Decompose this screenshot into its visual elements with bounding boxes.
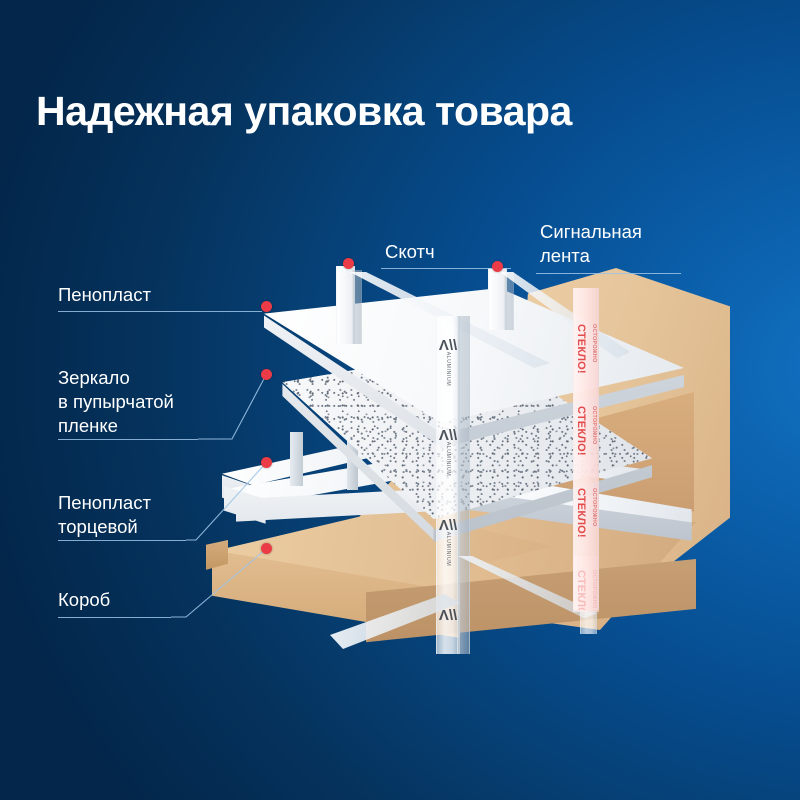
callout-label-skotch: Скотч — [385, 241, 435, 262]
callout-underline-signal-tape — [536, 273, 681, 274]
callout-dot-box — [261, 543, 272, 554]
signal-tape-line1: ОСТОРОЖНО — [591, 324, 597, 363]
foam-post-mid — [347, 438, 358, 490]
signal-tape-line2: СТЕКЛО! — [575, 488, 587, 538]
signal-tape-line2: СТЕКЛО! — [575, 324, 587, 374]
foam-post-left — [290, 432, 303, 486]
callout-underline-skotch — [381, 268, 511, 269]
callout-dot-foam-end — [261, 457, 272, 468]
strap-logo-glyph: Λ\\ — [438, 517, 458, 534]
callout-underline-mirror-bubble — [58, 439, 198, 440]
callout-underline-foam-top — [58, 311, 262, 312]
signal-tape-line2: СТЕКЛО! — [575, 406, 587, 456]
strap-post-right-shade — [504, 272, 514, 330]
strap-logo-glyph: Λ\\ — [438, 427, 458, 444]
strap-logo-glyph: Λ\\ — [438, 337, 458, 354]
callout-dot-skotch — [343, 258, 354, 269]
callout-dot-signal-tape — [492, 261, 503, 272]
signal-tape-line1: ОСТОРОЖНО — [591, 406, 597, 445]
callout-underline-box — [58, 617, 171, 618]
callout-label-foam-end: Пенопласт торцевой — [58, 492, 151, 537]
callout-label-mirror-bubble: Зеркало в пупырчатой пленке — [58, 367, 174, 436]
strap-logo-glyph: Λ\\ — [438, 607, 458, 624]
callout-label-foam-top: Пенопласт — [58, 284, 151, 305]
signal-tape-strip-lower — [573, 556, 599, 612]
callout-dot-mirror-bubble — [261, 369, 272, 380]
strap-logo-text: ALUMINIUM — [445, 441, 451, 477]
callout-underline-foam-end — [58, 540, 186, 541]
callout-label-signal-tape: Сигнальная лента — [540, 221, 642, 266]
strap-vertical-center-shade — [457, 316, 470, 654]
callout-dot-foam-top — [261, 301, 272, 312]
strap-logo-text: ALUMINIUM — [445, 531, 451, 567]
strap-logo-text: ALUMINIUM — [445, 351, 451, 387]
callout-label-box: Короб — [58, 589, 111, 610]
page-title: Надежная упаковка товара — [36, 88, 572, 134]
signal-tape-line1: ОСТОРОЖНО — [591, 488, 597, 527]
strap-post-left-shade — [352, 270, 362, 344]
